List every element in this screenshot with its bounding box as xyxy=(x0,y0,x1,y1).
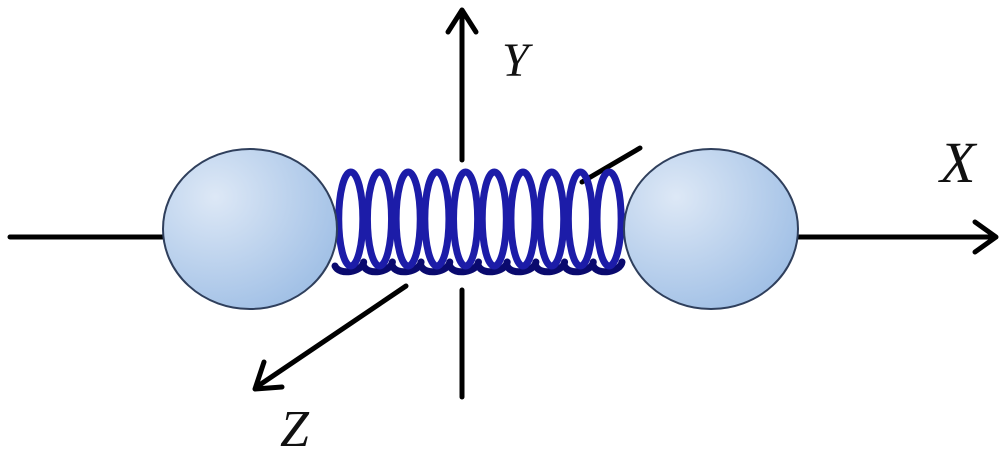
spring-coil-back xyxy=(589,258,626,276)
spring-coil xyxy=(593,168,625,270)
right-atom xyxy=(623,148,799,310)
z-axis-arrowhead xyxy=(252,359,285,392)
z-axis-line-front xyxy=(255,283,409,389)
spring-coil xyxy=(478,168,510,270)
x-axis-arrowhead xyxy=(972,219,999,255)
spring-coil xyxy=(450,168,482,270)
spring-coil xyxy=(421,168,453,270)
z-axis-line-back xyxy=(579,145,643,185)
spring-coil xyxy=(536,168,568,270)
x-axis-label: X xyxy=(938,130,978,195)
spring-coil xyxy=(392,168,424,270)
left-atom xyxy=(162,148,338,310)
y-axis-arrowhead xyxy=(445,7,479,35)
spring xyxy=(331,168,626,276)
y-axis-label: Y xyxy=(502,34,533,87)
z-axis-label: Z xyxy=(280,401,310,453)
spring-coil xyxy=(564,168,596,270)
spring-coil xyxy=(507,168,539,270)
spring-coil xyxy=(335,168,367,270)
spring-coil xyxy=(363,168,396,270)
